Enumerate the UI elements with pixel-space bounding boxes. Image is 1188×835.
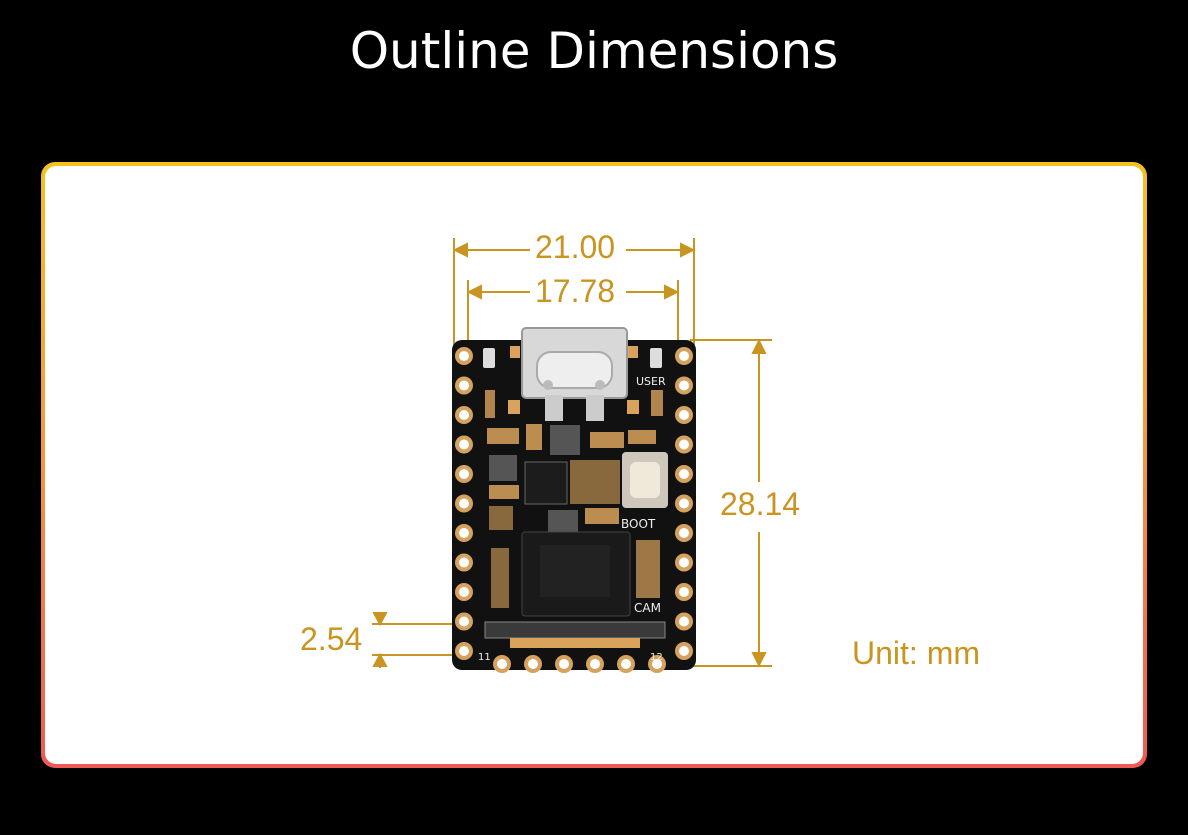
dim-254-arrow-top [372, 612, 388, 627]
dim-height: 28.14 [720, 486, 801, 522]
pad-right-10-hole [679, 616, 689, 627]
boot-button [622, 452, 668, 508]
dim-1778-arrow-right [664, 284, 680, 300]
main-chip [521, 531, 631, 617]
unit-label: Unit: mm [852, 635, 980, 671]
board-body [452, 340, 696, 670]
dim-1778-arrow-left [466, 284, 482, 300]
pad-left-2-hole [459, 380, 469, 391]
usb-c-connector [508, 327, 639, 421]
pad-left-5-hole [459, 469, 469, 479]
boot-label: BOOT [621, 517, 656, 531]
passive-components [483, 348, 663, 608]
pin-11-label: 11 [478, 652, 491, 663]
pad-bottom-6-hole [652, 659, 662, 669]
pin-12-label: 12 [650, 652, 663, 663]
cam-label: CAM [634, 601, 661, 615]
pad-right-3-hole [679, 410, 689, 420]
dim-21-arrow-left [452, 242, 468, 258]
user-label: USER [636, 375, 666, 388]
pad-left-6-hole [459, 498, 469, 509]
pad-left-10-hole [459, 616, 469, 627]
pad-right-11-hole [679, 646, 689, 656]
pad-right-4-hole [679, 439, 689, 450]
pad-right-9-hole [679, 587, 689, 597]
page-title: Outline Dimensions [349, 22, 839, 80]
pad-right-5-hole [679, 469, 689, 479]
pad-bottom-3-hole [559, 659, 569, 669]
dim-2814-arrow-top [751, 338, 767, 354]
pad-bottom-2-hole [528, 659, 538, 669]
pad-bottom-1-hole [497, 659, 507, 669]
dimension-lines [372, 238, 772, 668]
pad-bottom-4-hole [590, 659, 600, 669]
pad-bottom-5-hole [621, 659, 631, 669]
camera-connector [484, 621, 666, 648]
pad-left-7-hole [459, 528, 469, 538]
pad-left-4-hole [459, 439, 469, 450]
pad-left-1-hole [459, 351, 469, 361]
dim-2814-arrow-bottom [751, 652, 767, 668]
pad-left-9-hole [459, 587, 469, 597]
dim-254-arrow-bottom [372, 652, 388, 667]
dim-21-arrow-right [680, 242, 696, 258]
pad-right-1-hole [679, 351, 689, 361]
castellated-pads [455, 347, 693, 673]
dim-total-width: 21.00 [535, 229, 616, 265]
pad-left-3-hole [459, 410, 469, 420]
dim-pin-pitch: 2.54 [300, 621, 363, 657]
pad-left-11-hole [459, 646, 469, 656]
dim-pin-span: 17.78 [535, 273, 616, 309]
pad-left-8-hole [459, 557, 469, 568]
pad-right-8-hole [679, 557, 689, 568]
pad-right-2-hole [679, 380, 689, 391]
pad-right-7-hole [679, 528, 689, 538]
pad-right-6-hole [679, 498, 689, 509]
